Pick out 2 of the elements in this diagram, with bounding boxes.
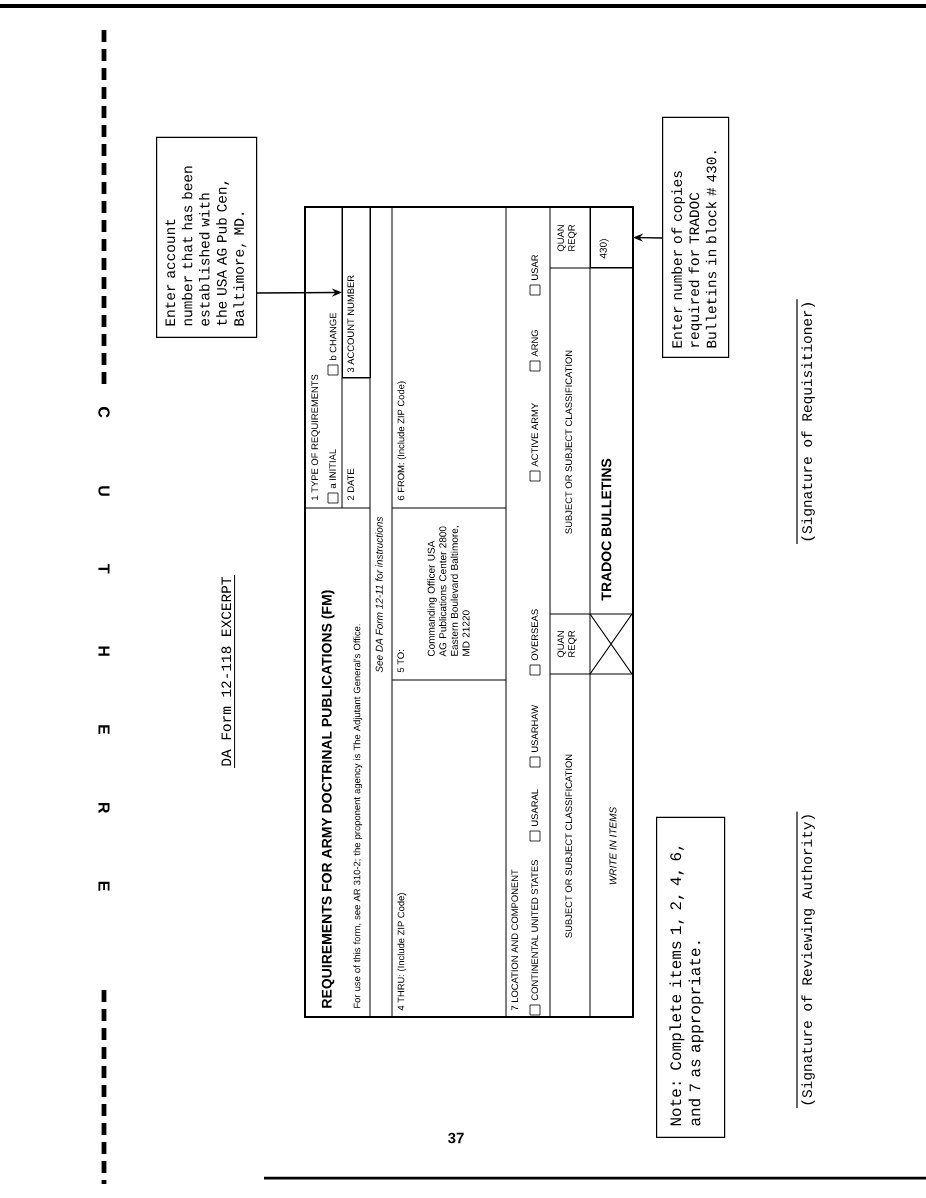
note-box: Note: Complete items 1, 2, 4, 6, and 7 as appropriate. (656, 816, 726, 1138)
cut-text: CUT HERE (98, 407, 110, 891)
